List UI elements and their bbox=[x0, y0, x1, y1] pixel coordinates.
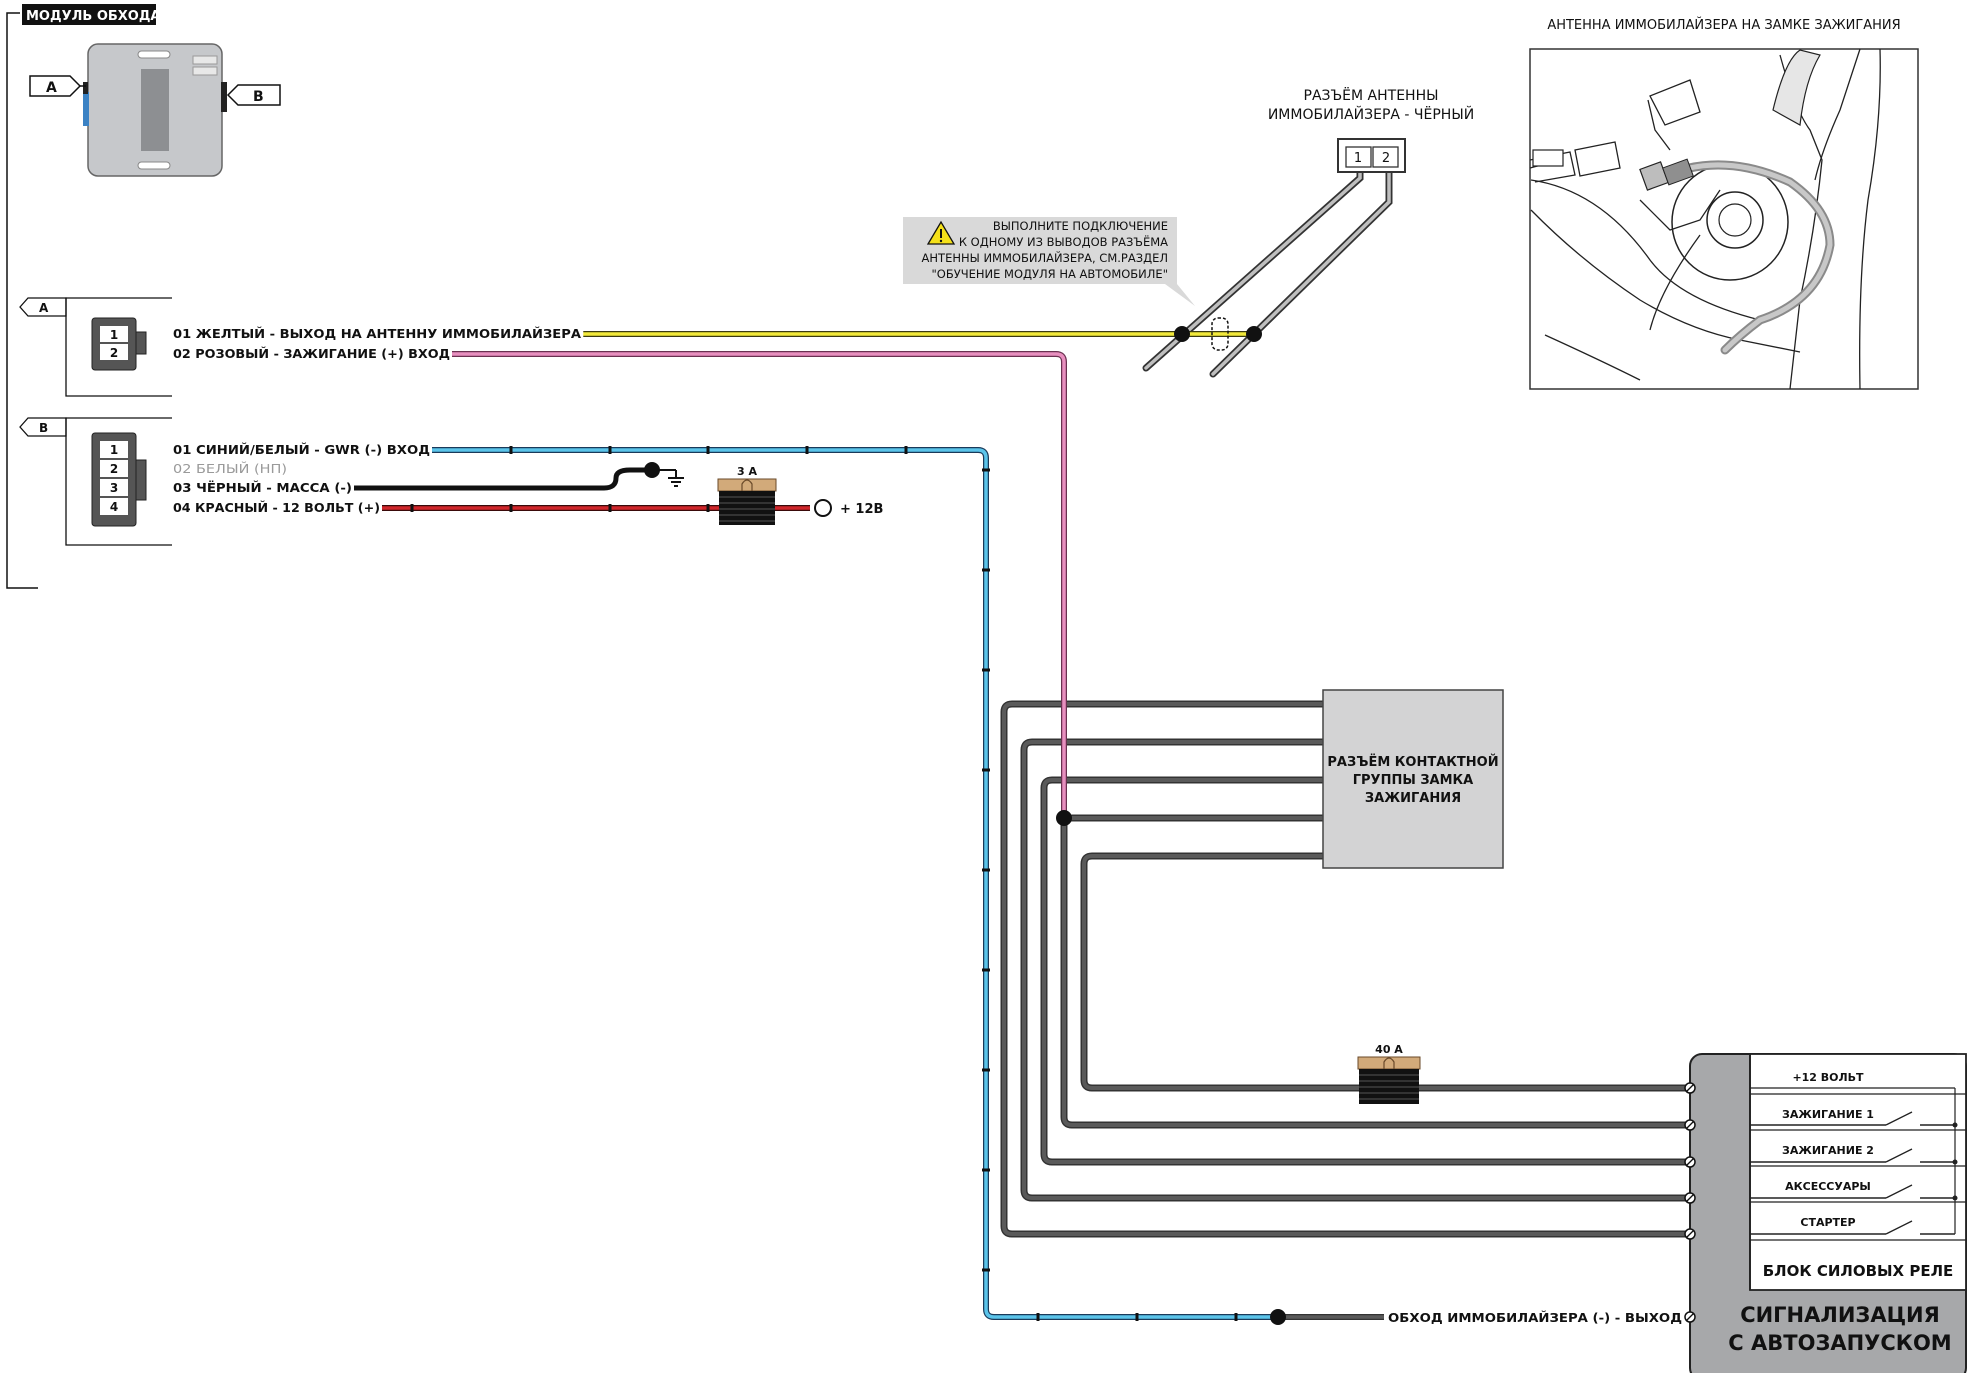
bypass-output-label: ОБХОД ИММОБИЛАЙЗЕРА (-) - ВЫХОД bbox=[1388, 1310, 1682, 1325]
wire-b-01-label: 01 СИНИЙ/БЕЛЫЙ - GWR (-) ВХОД bbox=[173, 442, 430, 457]
alarm-title-2: С АВТОЗАПУСКОМ bbox=[1728, 1331, 1951, 1355]
antenna-junction-1 bbox=[1174, 326, 1190, 342]
fuse-3a-label: 3 А bbox=[737, 465, 757, 478]
module-title-bg bbox=[22, 4, 156, 25]
connector-b-pin-4 bbox=[100, 498, 128, 515]
relay-row-starter: СТАРТЕР bbox=[1800, 1216, 1855, 1229]
label-backing bbox=[171, 325, 584, 342]
ignition-lock-photo bbox=[1529, 48, 1919, 390]
bypass-junction bbox=[1270, 1309, 1286, 1325]
label-backing bbox=[171, 479, 354, 496]
module-port-a-label: A bbox=[46, 80, 57, 96]
ground-icon bbox=[652, 469, 684, 487]
connector-b-bracket bbox=[65, 417, 172, 546]
connector-b-pin-4-label: 4 bbox=[110, 500, 118, 514]
connector-b-pin-1-label: 1 bbox=[110, 443, 118, 457]
alarm-unit: +12 ВОЛЬТ ЗАЖИГАНИЕ 1 ЗАЖИГАНИЕ 2 АКСЕСС… bbox=[1684, 1053, 1967, 1373]
warning-text-2: К ОДНОМУ ИЗ ВЫВОДОВ РАЗЪЁМА bbox=[959, 234, 1168, 249]
antenna-pin-2 bbox=[1372, 146, 1399, 168]
relay-row-acc: АКСЕССУАРЫ bbox=[1785, 1180, 1871, 1193]
connector-a-pin-1-label: 1 bbox=[110, 328, 118, 342]
connector-a: A 1 2 bbox=[19, 297, 172, 397]
connector-a-pin-1 bbox=[100, 326, 128, 342]
plus12-label: + 12В bbox=[840, 502, 883, 517]
wire-b-02-label: 02 БЕЛЫЙ (НП) bbox=[173, 461, 287, 476]
label-backing bbox=[171, 345, 452, 362]
connector-a-bracket bbox=[65, 297, 172, 397]
antenna-connector-title-1: РАЗЪЁМ АНТЕННЫ bbox=[1304, 86, 1439, 104]
relay-block-title: БЛОК СИЛОВЫХ РЕЛЕ bbox=[1763, 1262, 1954, 1280]
ignition-switch-label-3: ЗАЖИГАНИЯ bbox=[1365, 791, 1461, 806]
module-title: МОДУЛЬ ОБХОДА bbox=[26, 9, 161, 24]
antenna-junction-2 bbox=[1246, 326, 1262, 342]
fuse-40a: 40 А bbox=[1357, 1043, 1421, 1104]
module-port-b-label: B bbox=[253, 89, 264, 105]
fuse-40a-label: 40 А bbox=[1375, 1043, 1403, 1056]
wire-a-02-label: 02 РОЗОВЫЙ - ЗАЖИГАНИЕ (+) ВХОД bbox=[173, 346, 450, 361]
label-backing bbox=[1386, 1309, 1684, 1326]
ignition-switch-connector: РАЗЪЁМ КОНТАКТНОЙ ГРУППЫ ЗАМКА ЗАЖИГАНИЯ bbox=[1322, 689, 1504, 869]
warning-text-4: "ОБУЧЕНИЕ МОДУЛЯ НА АВТОМОБИЛЕ" bbox=[932, 267, 1169, 281]
connector-b-pin-2-label: 2 bbox=[110, 462, 118, 476]
connector-b-pin-3 bbox=[100, 479, 128, 496]
antenna-harness bbox=[1142, 168, 1393, 378]
alarm-title-1: СИГНАЛИЗАЦИЯ bbox=[1740, 1303, 1940, 1327]
relay-switches bbox=[1750, 1111, 1955, 1235]
relay-row-12v: +12 ВОЛЬТ bbox=[1792, 1071, 1864, 1084]
antenna-splice-dashed bbox=[1211, 317, 1229, 351]
wire-black-ground bbox=[354, 467, 652, 491]
warning-text-3: АНТЕННЫ ИММОБИЛАЙЗЕРА, СМ.РАЗДЕЛ bbox=[922, 250, 1168, 265]
warning-text-1: ВЫПОЛНИТЕ ПОДКЛЮЧЕНИЕ bbox=[993, 219, 1168, 233]
wire-pink bbox=[452, 351, 1067, 818]
connector-b-pin-3-label: 3 bbox=[110, 481, 118, 495]
wire-a-01-label: 01 ЖЕЛТЫЙ - ВЫХОД НА АНТЕННУ ИММОБИЛАЙЗЕ… bbox=[173, 326, 581, 341]
ignition-switch-label-2: ГРУППЫ ЗАМКА bbox=[1353, 773, 1474, 788]
antenna-connector-title-2: ИММОБИЛАЙЗЕРА - ЧЁРНЫЙ bbox=[1268, 105, 1474, 123]
module-port-b: B bbox=[226, 84, 281, 106]
wire-labels-b: 01 СИНИЙ/БЕЛЫЙ - GWR (-) ВХОД 02 БЕЛЫЙ (… bbox=[171, 441, 432, 516]
connector-b: B 1 2 3 4 bbox=[19, 417, 172, 546]
ignition-switch-label-1: РАЗЪЁМ КОНТАКТНОЙ bbox=[1327, 754, 1498, 770]
ignition-junction bbox=[1056, 810, 1072, 826]
module-bracket bbox=[6, 12, 38, 589]
relay-block bbox=[1749, 1053, 1967, 1291]
antenna-pin-1 bbox=[1345, 146, 1372, 168]
wire-blue-white bbox=[432, 446, 1278, 1321]
plus12-terminal bbox=[814, 499, 832, 517]
wire-labels-a: 01 ЖЕЛТЫЙ - ВЫХОД НА АНТЕННУ ИММОБИЛАЙЗЕ… bbox=[171, 325, 584, 362]
connector-b-pin-2 bbox=[100, 460, 128, 477]
antenna-connector: 1 2 bbox=[1337, 138, 1406, 173]
connector-b-tag-label: B bbox=[39, 421, 48, 435]
label-backing bbox=[171, 441, 432, 458]
antenna-pin-2-label: 2 bbox=[1382, 151, 1390, 166]
wire-b-03-label: 03 ЧЁРНЫЙ - МАССА (-) bbox=[173, 480, 352, 495]
photo-caption: АНТЕННА ИММОБИЛАЙЗЕРА НА ЗАМКЕ ЗАЖИГАНИЯ bbox=[1547, 17, 1900, 33]
antenna-pin-1-label: 1 bbox=[1354, 151, 1362, 166]
relay-row-ign1: ЗАЖИГАНИЕ 1 bbox=[1782, 1108, 1874, 1121]
label-backing bbox=[171, 499, 382, 516]
connector-a-pin-2-label: 2 bbox=[110, 346, 118, 360]
connector-b-pin-1 bbox=[100, 441, 128, 458]
bypass-module-image bbox=[83, 43, 227, 177]
ignition-switch-cables bbox=[1000, 700, 1690, 1238]
relay-row-ign2: ЗАЖИГАНИЕ 2 bbox=[1782, 1144, 1874, 1157]
fuse-3a: 3 А bbox=[717, 465, 777, 525]
connector-a-tag-label: A bbox=[39, 301, 49, 315]
module-port-a: A bbox=[29, 75, 86, 97]
warning-icon bbox=[926, 220, 956, 245]
wire-b-04-label: 04 КРАСНЫЙ - 12 ВОЛЬТ (+) bbox=[173, 500, 380, 515]
connector-a-pin-2 bbox=[100, 344, 128, 360]
warning-note: ВЫПОЛНИТЕ ПОДКЛЮЧЕНИЕ К ОДНОМУ ИЗ ВЫВОДО… bbox=[903, 217, 1195, 306]
